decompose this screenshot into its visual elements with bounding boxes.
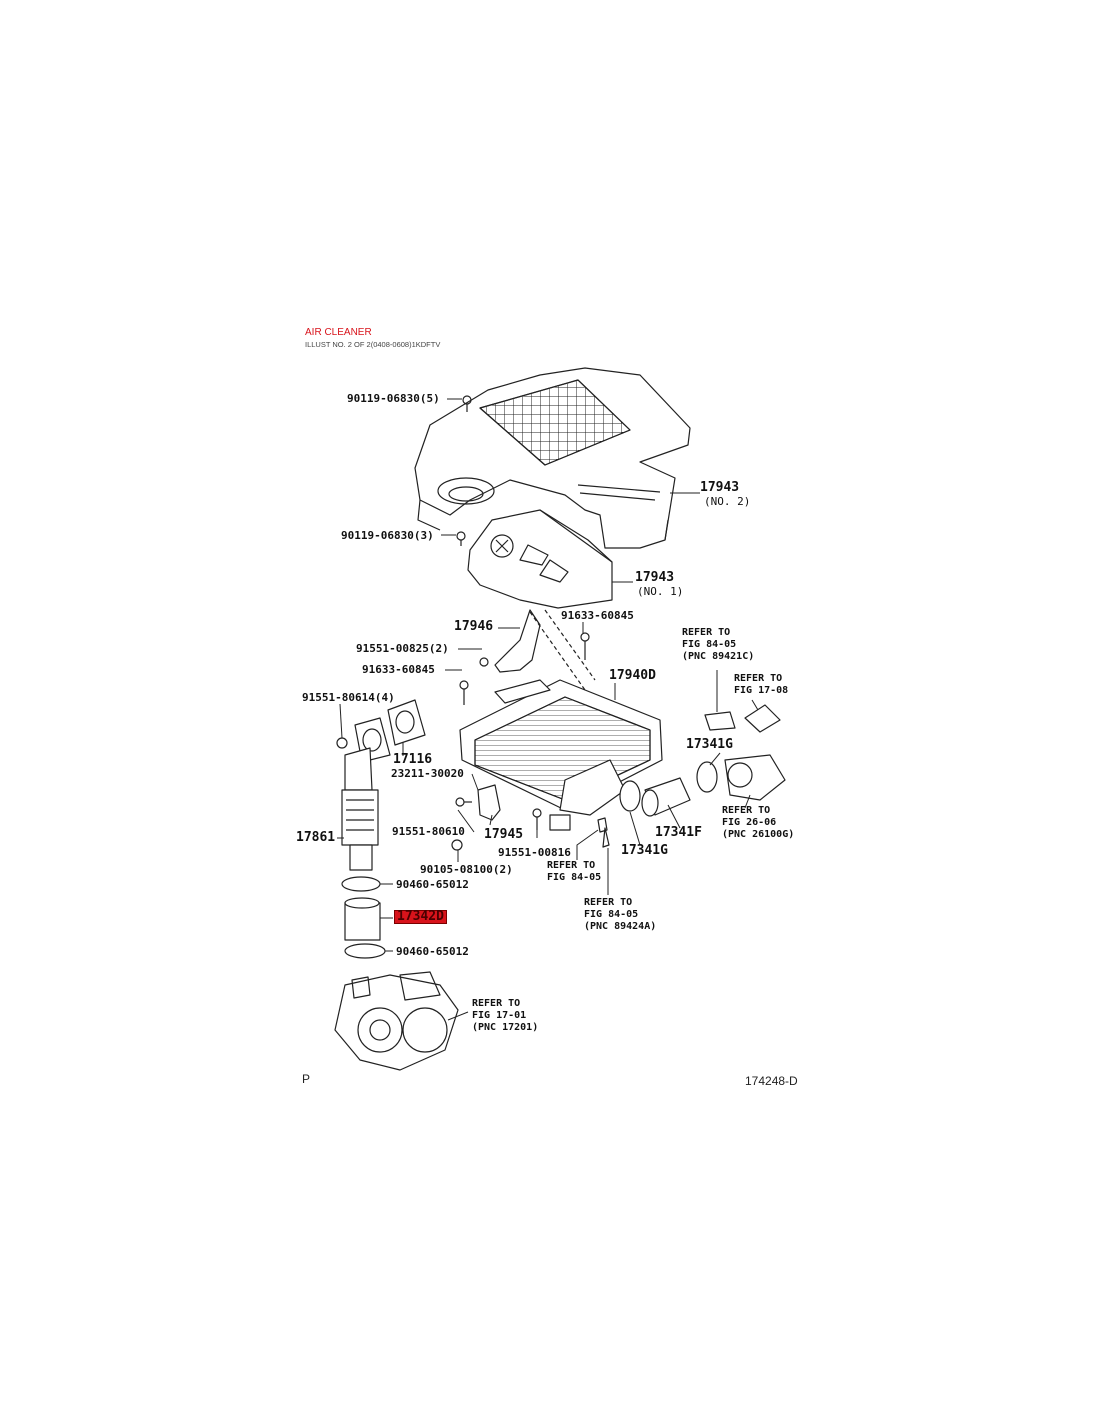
- label-91551-00825: 91551-00825(2): [356, 642, 449, 655]
- label-17341G-left: 17341G: [621, 843, 668, 858]
- intercooler: [459, 679, 663, 831]
- label-17861: 17861: [296, 830, 336, 845]
- throttle-body: [724, 754, 786, 801]
- label-91633-60845-b: 91633-60845: [362, 663, 435, 676]
- turbocharger: [334, 971, 459, 1071]
- refer-fig-84-05: REFER TO FIG 84-05: [547, 860, 602, 883]
- label-17946: 17946: [454, 619, 494, 634]
- label-17943-no1-note: (NO. 1): [637, 585, 684, 598]
- leader-lines: [337, 398, 759, 1021]
- label-90119-06830-5: 90119-06830(5): [347, 392, 440, 405]
- label-91551-80610: 91551-80610: [392, 825, 465, 838]
- label-17341G-right: 17341G: [686, 737, 733, 752]
- label-91633-60845-a: 91633-60845: [561, 609, 634, 622]
- bracket-17946: [494, 609, 541, 673]
- connector-bracket: [704, 711, 736, 731]
- engine-cover-no1: [467, 509, 613, 609]
- label-17943-no2: 17943: [700, 480, 740, 495]
- ring-17341G-left: [619, 780, 641, 812]
- ring-17341G-right: [696, 761, 718, 793]
- refer-fig-17-01: REFER TO FIG 17-01 (PNC 17201): [472, 998, 539, 1033]
- label-17945: 17945: [484, 827, 524, 842]
- refer-fig-26-06: REFER TO FIG 26-06 (PNC 26100G): [722, 805, 795, 840]
- engine-cover-no2: [414, 367, 691, 549]
- hose-17861: [341, 747, 379, 871]
- diagram-title: AIR CLEANER: [305, 327, 372, 338]
- bolts-mid: [336, 632, 590, 851]
- label-17342D-highlighted[interactable]: 17342D: [394, 910, 447, 924]
- label-23211-30020: 23211-30020: [391, 767, 464, 780]
- footer-illustration-number: 174248-D: [745, 1074, 798, 1088]
- clamp-upper: [341, 876, 381, 892]
- label-17116: 17116: [393, 752, 433, 767]
- label-90460-65012-upper: 90460-65012: [396, 878, 469, 891]
- label-90105-08100: 90105-08100(2): [420, 863, 513, 876]
- label-90119-06830-3: 90119-06830(3): [341, 529, 434, 542]
- refer-fig-84-05-89424A: REFER TO FIG 84-05 (PNC 89424A): [584, 897, 657, 932]
- diagram-subtitle: ILLUST NO. 2 OF 2(0408-0608)1KDFTV: [305, 340, 441, 349]
- label-17943-no1: 17943: [635, 570, 675, 585]
- label-17943-no2-note: (NO. 2): [704, 495, 751, 508]
- label-90460-65012-lower: 90460-65012: [396, 945, 469, 958]
- label-17940D: 17940D: [609, 668, 656, 683]
- label-17341F: 17341F: [655, 825, 702, 840]
- refer-fig-84-05-89421C: REFER TO FIG 84-05 (PNC 89421C): [682, 627, 755, 662]
- refer-fig-17-08: REFER TO FIG 17-08: [734, 673, 789, 696]
- bracket-17945: [477, 784, 501, 821]
- label-91551-00816: 91551-00816: [498, 846, 571, 859]
- footer-left-code: P: [302, 1072, 311, 1086]
- label-91551-80614: 91551-80614(4): [302, 691, 395, 704]
- bolts-top: [456, 395, 472, 546]
- clamp-lower: [344, 943, 386, 959]
